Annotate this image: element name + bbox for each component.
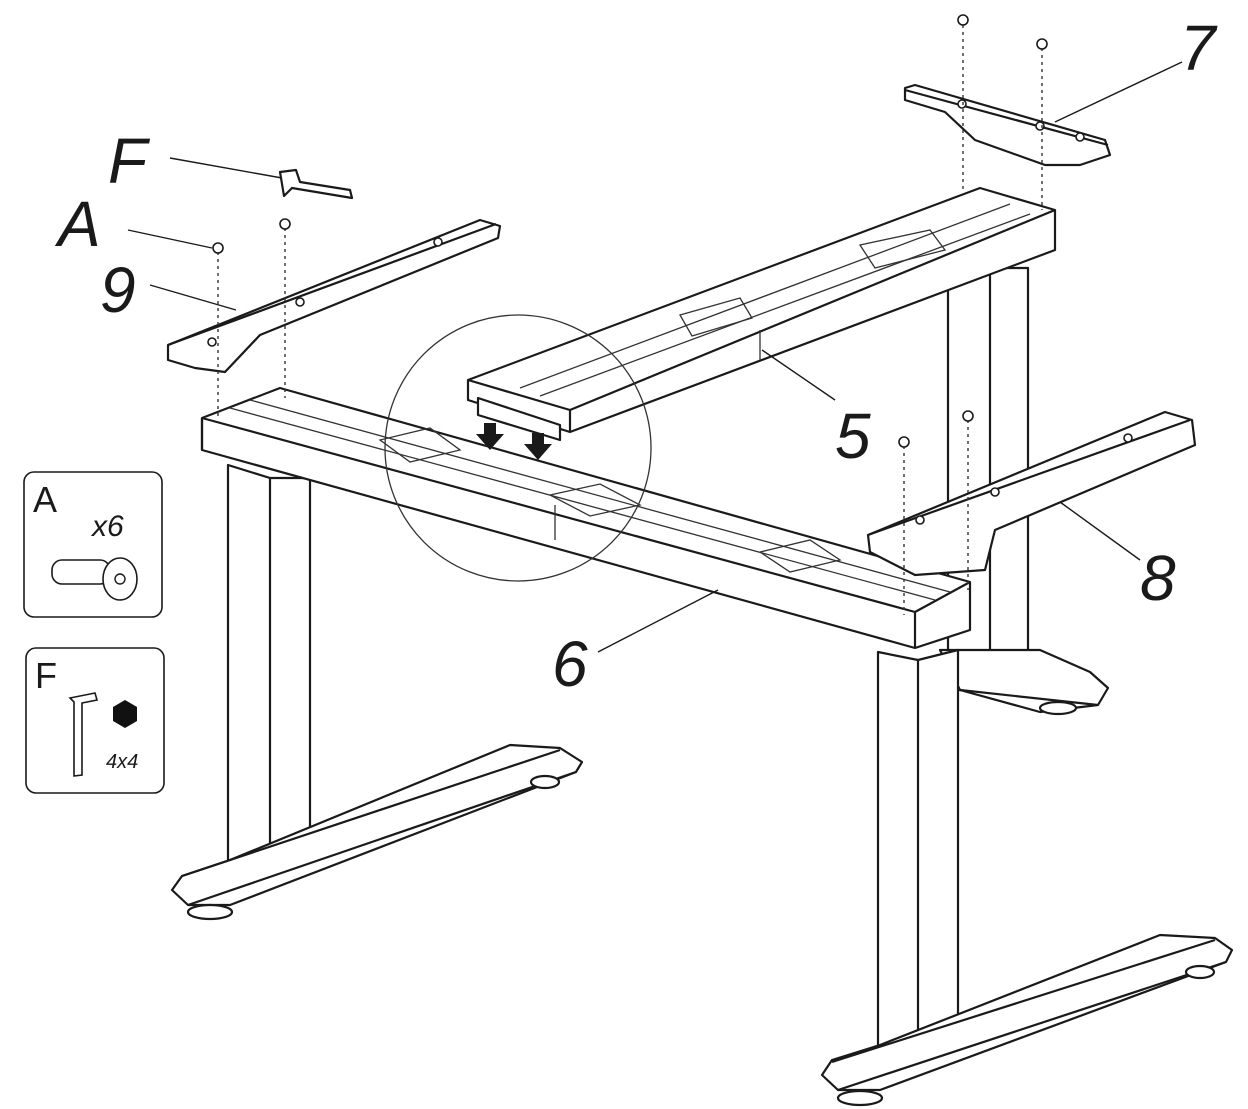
screw-quantity: x6 (90, 510, 124, 543)
hexagon-icon (113, 700, 137, 728)
front-right-leg (820, 648, 1234, 1107)
screw-letter: A (33, 479, 57, 520)
label-part-6: 6 (552, 628, 588, 700)
key-letter: F (35, 655, 57, 696)
countersunk-screw-icon (51, 557, 138, 601)
crossbeam-5 (466, 186, 1057, 442)
bracket-9 (166, 218, 502, 374)
main-beam-6 (200, 386, 972, 650)
back-left-leg (170, 463, 584, 921)
label-part-8: 8 (1140, 542, 1176, 614)
allen-key-icon (68, 692, 99, 777)
allen-key-icon (278, 168, 354, 200)
label-part-F: F (108, 125, 151, 197)
hardware-box-screw: A x6 (23, 471, 163, 618)
label-part-A: A (54, 188, 101, 260)
hardware-box-key: F 4x4 (25, 647, 165, 794)
label-part-7: 7 (1180, 12, 1218, 84)
label-part-5: 5 (835, 400, 871, 472)
label-part-9: 9 (100, 254, 136, 326)
leader-lines (127, 61, 1183, 653)
bracket-7 (903, 83, 1112, 167)
screw-guides (212, 14, 1048, 615)
detail-circle (384, 314, 652, 582)
key-size: 4x4 (106, 751, 138, 773)
down-arrow-icon (476, 423, 552, 460)
bracket-8 (866, 410, 1197, 577)
